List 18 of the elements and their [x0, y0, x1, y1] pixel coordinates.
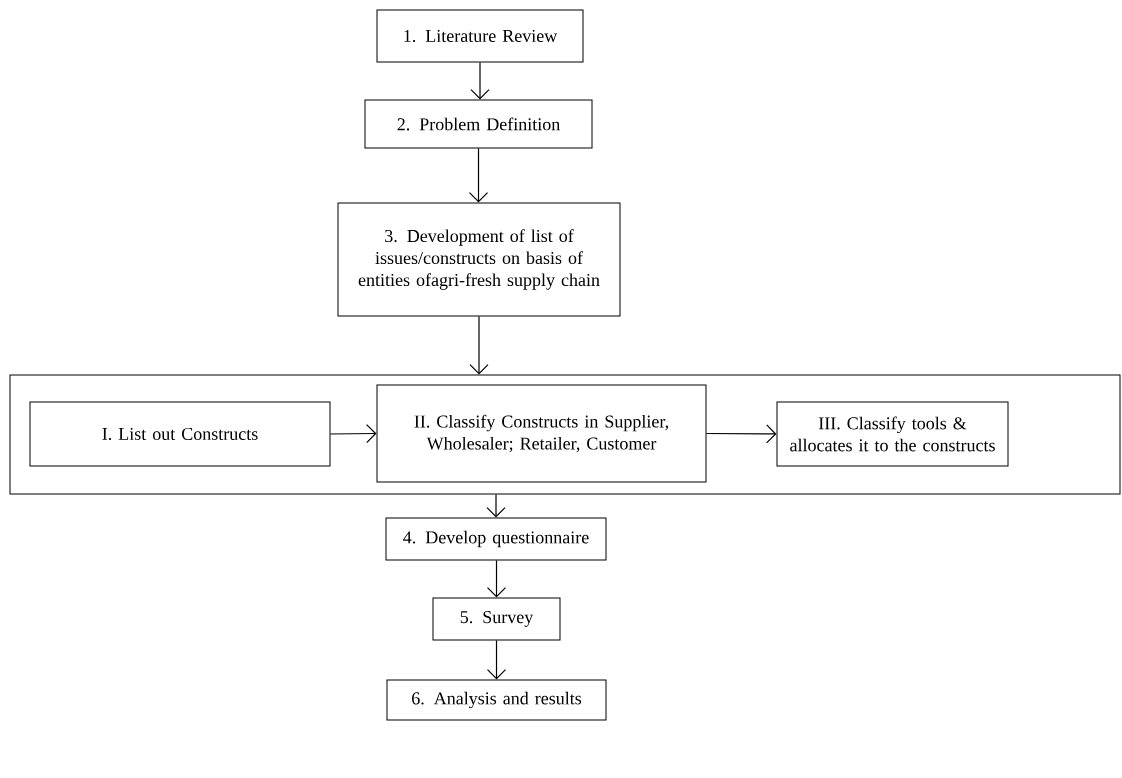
arrow	[486, 493, 506, 518]
group-band	[9, 374, 1121, 495]
arrow	[470, 61, 490, 100]
process-box: 6. Analysis and results	[386, 679, 607, 721]
process-box: III. Classify tools & allocates it to the constructs	[776, 401, 1009, 467]
arrow	[705, 424, 777, 444]
arrow	[486, 559, 507, 598]
arrow	[469, 315, 489, 375]
arrow	[468, 147, 489, 203]
process-box: I. List out Constructs	[29, 401, 331, 467]
process-box: 5. Survey	[432, 597, 561, 641]
arrow	[486, 639, 507, 680]
process-box: 3. Development of list of issues/constructs on basis of entities ofagri-fresh supply chain	[337, 202, 621, 317]
process-box: 1. Literature Review	[376, 9, 584, 63]
arrow	[329, 424, 377, 444]
process-box: 4. Develop questionnaire	[385, 517, 607, 561]
process-box: II. Classify Constructs in Supplier, Wholesaler; Retailer, Customer	[376, 384, 707, 483]
process-box: 2. Problem Definition	[364, 99, 593, 149]
